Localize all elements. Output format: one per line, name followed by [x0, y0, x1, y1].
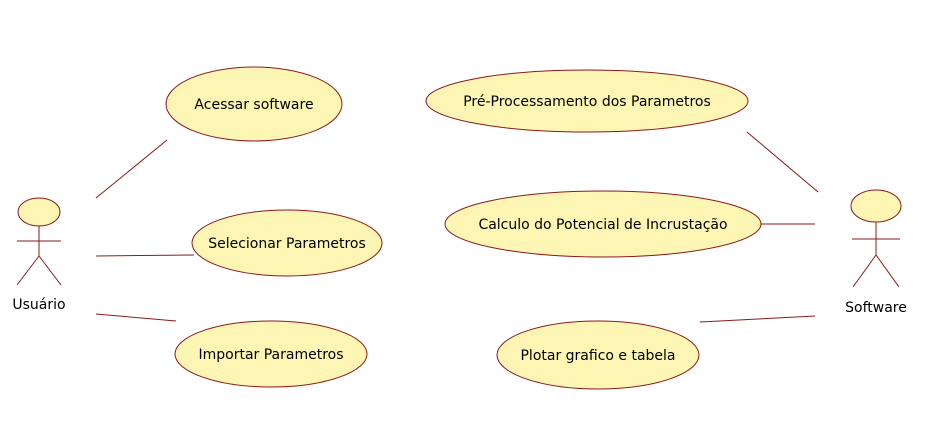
- use-case-ellipse: [174, 320, 368, 388]
- actor-left-leg: [852, 254, 877, 288]
- assoc-user-importar: [95, 313, 177, 322]
- use-case-plotar-grafico[interactable]: Plotar grafico e tabela: [496, 320, 700, 390]
- use-case-acessar-software[interactable]: Acessar software: [165, 66, 343, 142]
- actor-software[interactable]: Software: [845, 189, 907, 316]
- actor-usuario-label: Usuário: [12, 297, 65, 313]
- use-case-selecionar-parametros[interactable]: Selecionar Parametros: [191, 209, 383, 277]
- actor-usuario[interactable]: Usuário: [12, 197, 66, 313]
- actor-software-label: Software: [845, 300, 907, 316]
- actor-right-leg: [875, 254, 900, 288]
- use-case-ellipse: [425, 69, 749, 133]
- assoc-software-plotar: [699, 315, 816, 323]
- use-case-ellipse: [191, 209, 383, 277]
- use-case-ellipse: [444, 190, 762, 258]
- actor-head: [17, 197, 61, 227]
- use-case-calculo-potencial[interactable]: Calculo do Potencial de Incrustação: [444, 190, 762, 258]
- use-case-label: Acessar software: [194, 97, 313, 113]
- use-case-label: Calculo do Potencial de Incrustação: [478, 217, 727, 233]
- actor-right-leg: [38, 255, 62, 286]
- assoc-software-preprocessamento: [746, 131, 819, 193]
- assoc-user-acessar: [95, 139, 168, 199]
- use-case-ellipse: [165, 66, 343, 142]
- assoc-user-selecionar: [95, 254, 195, 257]
- use-case-pre-processamento[interactable]: Pré-Processamento dos Parametros: [425, 69, 749, 133]
- use-case-label: Plotar grafico e tabela: [520, 348, 675, 364]
- actor-head: [850, 189, 902, 223]
- use-case-label: Selecionar Parametros: [208, 236, 366, 252]
- use-case-label: Importar Parametros: [198, 347, 343, 363]
- use-case-label: Pré-Processamento dos Parametros: [463, 94, 711, 110]
- use-case-ellipse: [496, 320, 700, 390]
- actor-left-leg: [16, 255, 40, 286]
- use-case-importar-parametros[interactable]: Importar Parametros: [174, 320, 368, 388]
